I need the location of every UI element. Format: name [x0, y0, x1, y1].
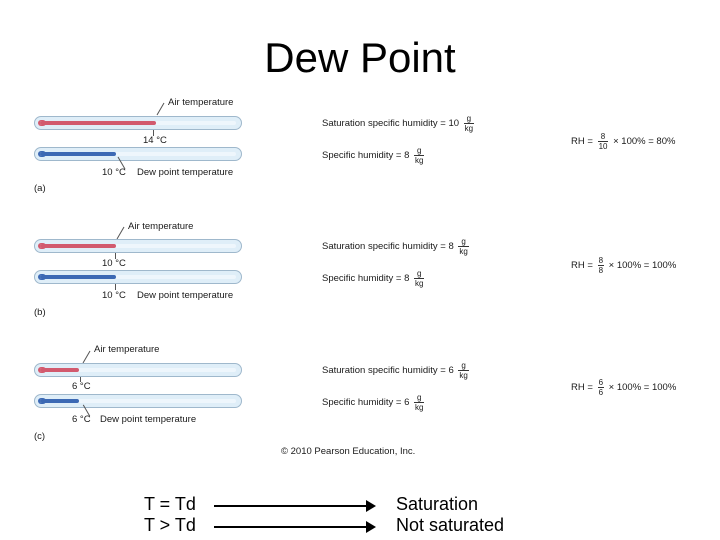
air-thermometer	[34, 239, 242, 253]
dew-point-label: Dew point temperature	[100, 414, 197, 425]
air-fill	[40, 368, 80, 372]
dew-point-label: Dew point temperature	[137, 167, 234, 178]
air-temperature-value: 14 °C	[143, 135, 167, 146]
dew-point-value: 6 °C	[72, 414, 91, 425]
panel-letter: (a)	[34, 183, 46, 194]
condition-greater: T > Td	[144, 515, 196, 535]
page-title: Dew Point	[264, 34, 456, 81]
leader-line	[82, 350, 91, 364]
panel-letter: (b)	[34, 307, 46, 318]
dew-fill	[40, 275, 117, 279]
condition-equal: T = Td	[144, 494, 196, 514]
panel-letter: (c)	[34, 431, 46, 442]
result-not-saturated: Not saturated	[396, 515, 505, 535]
dew-thermometer	[34, 394, 242, 408]
air-temperature-label: Air temperature	[168, 97, 234, 108]
tick-mark	[153, 130, 154, 136]
air-fill	[40, 244, 117, 248]
leader-line	[156, 102, 165, 116]
tick-mark	[80, 377, 81, 382]
arrow-right-icon	[214, 521, 376, 533]
air-fill	[40, 121, 156, 125]
dew-point-value: 10 °C	[102, 167, 126, 178]
air-temperature-value: 10 °C	[102, 258, 126, 269]
dew-fill	[40, 152, 117, 156]
dew-thermometer	[34, 270, 242, 284]
tick-mark	[115, 284, 116, 290]
dew-thermometer	[34, 147, 242, 161]
tick-mark	[115, 253, 116, 259]
air-temperature-label: Air temperature	[128, 221, 194, 232]
result-saturation: Saturation	[396, 494, 479, 514]
leader-line	[116, 226, 125, 240]
dew-fill	[40, 399, 80, 403]
arrow-right-icon	[214, 500, 376, 512]
copyright-notice: © 2010 Pearson Education, Inc.	[281, 446, 416, 457]
air-temperature-value: 6 °C	[72, 381, 91, 392]
dew-point-label: Dew point temperature	[137, 290, 234, 301]
air-temperature-label: Air temperature	[94, 344, 160, 355]
air-thermometer	[34, 116, 242, 130]
dew-point-value: 10 °C	[102, 290, 126, 301]
air-thermometer	[34, 363, 242, 377]
